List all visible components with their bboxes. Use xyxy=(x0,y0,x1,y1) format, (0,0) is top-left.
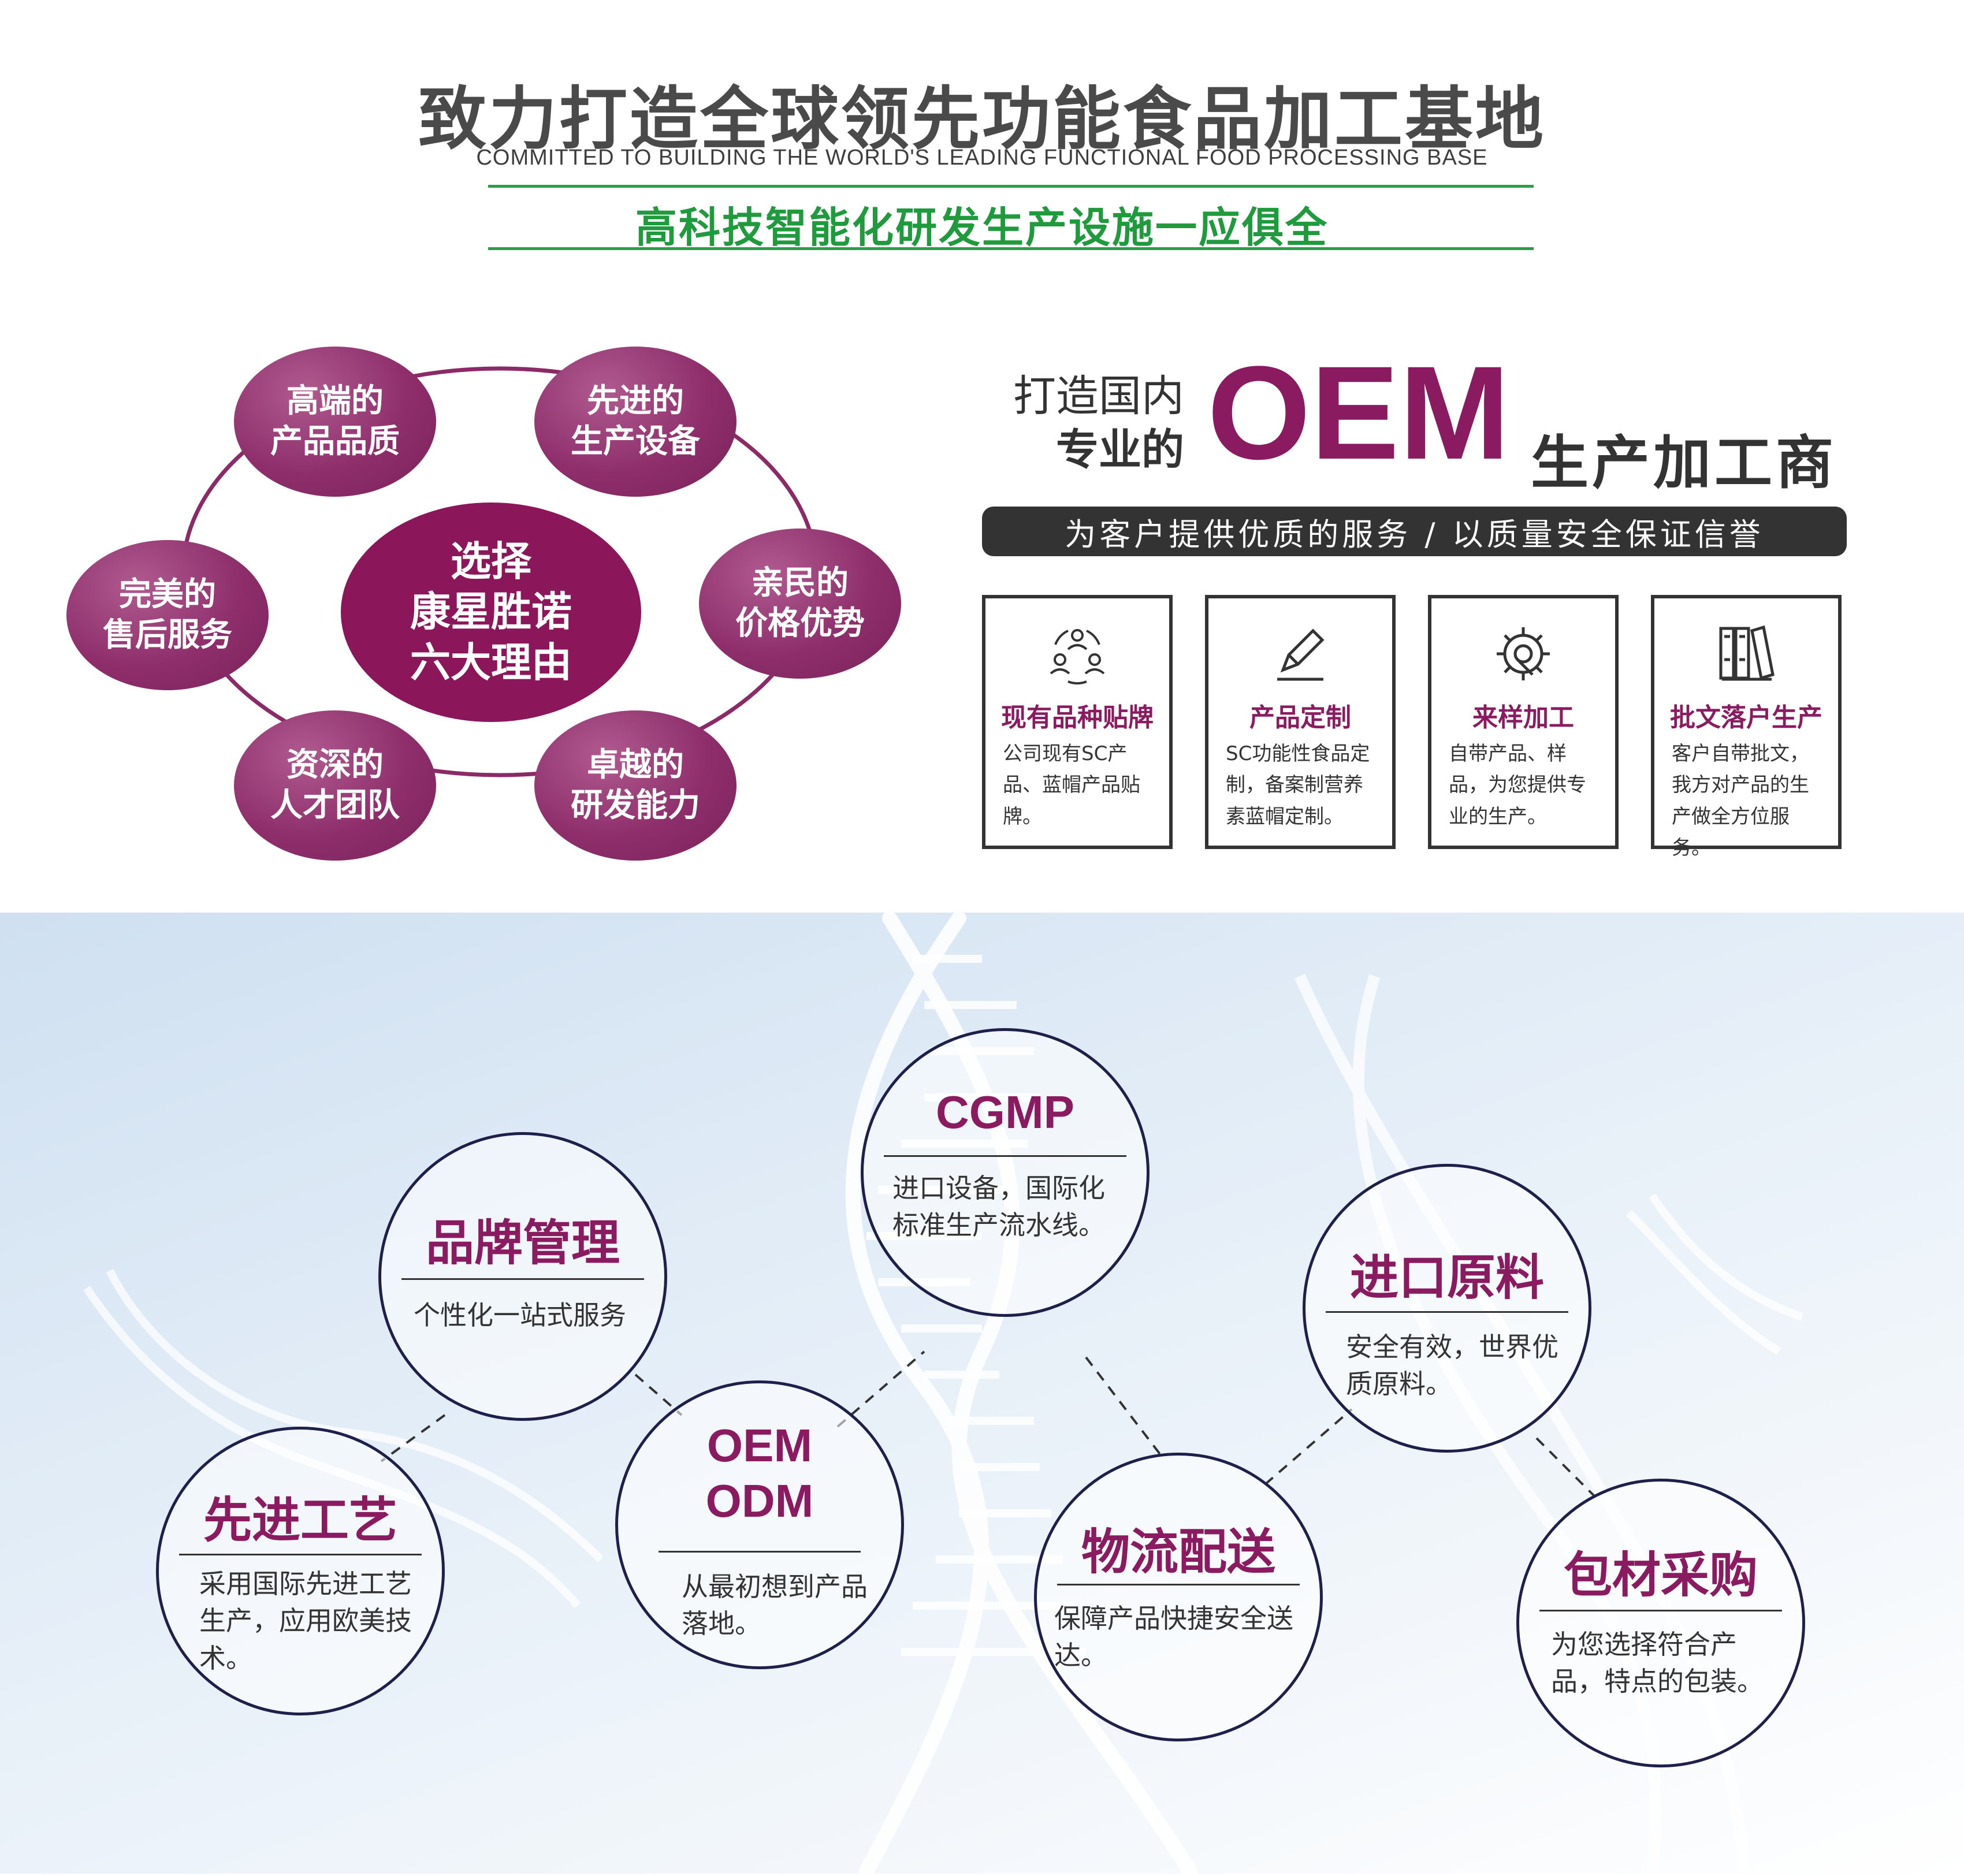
service-logistics: 物流配送 保障产品快捷安全送达。 xyxy=(1034,1453,1323,1741)
reason-team: 资深的人才团队 xyxy=(234,710,436,861)
card-title: 来样加工 xyxy=(1472,703,1574,732)
oem-card-brand: 现有品种贴牌 公司现有SC产品、蓝帽产品贴牌。 xyxy=(982,595,1173,849)
gear-wrench-icon xyxy=(1497,627,1550,680)
service-brand-management: 品牌管理 个性化一站式服务 xyxy=(378,1132,667,1421)
page-title: 致力打造全球领先功能食品加工基地 xyxy=(418,79,1546,159)
divider-top xyxy=(488,185,1534,188)
page-subtitle: 高科技智能化研发生产设施一应俱全 xyxy=(635,203,1329,252)
card-desc: 自带产品、样品，为您提供专业的生产。 xyxy=(1449,742,1586,828)
reason-quality: 高端的产品品质 xyxy=(234,347,436,497)
service-imported-materials: 进口原料 安全有效，世界优质原料。 xyxy=(1303,1164,1591,1453)
reason-aftersales: 完美的售后服务 xyxy=(66,540,269,690)
oem-heading: OEM xyxy=(1207,338,1510,487)
reason-rnd: 卓越的研发能力 xyxy=(534,710,736,861)
oem-lead-text: 打造国内 专业的 xyxy=(1013,371,1184,475)
service-packaging-procurement: 包材采购 为您选择符合产品，特点的包装。 xyxy=(1516,1479,1805,1767)
card-desc: SC功能性食品定制，备案制营养素蓝帽定制。 xyxy=(1226,742,1370,828)
reason-price: 亲民的价格优势 xyxy=(699,528,901,679)
reason-equipment: 先进的生产设备 xyxy=(534,347,736,497)
service-advanced-process: 先进工艺 采用国际先进工艺生产，应用欧美技术。 xyxy=(156,1427,445,1715)
card-desc: 公司现有SC产品、蓝帽产品贴牌。 xyxy=(1003,742,1140,828)
oem-card-custom: 产品定制 SC功能性食品定制，备案制营养素蓝帽定制。 xyxy=(1205,595,1396,849)
oem-card-sample: 来样加工 自带产品、样品，为您提供专业的生产。 xyxy=(1428,595,1619,849)
pen-icon xyxy=(1277,628,1325,681)
card-desc: 客户自带批文，我方对产品的生产做全方位服务。 xyxy=(1672,742,1809,860)
card-title: 批文落户生产 xyxy=(1670,703,1822,732)
binders-icon xyxy=(1719,625,1775,681)
card-title: 现有品种贴牌 xyxy=(1001,703,1154,732)
service-cgmp: CGMP 进口设备，国际化标准生产流水线。 xyxy=(861,1028,1150,1317)
divider-bottom xyxy=(488,247,1534,250)
oem-tail-text: 生产加工商 xyxy=(1531,429,1837,497)
page-title-english: COMMITTED TO BUILDING THE WORLD'S LEADIN… xyxy=(476,146,1488,170)
service-slogan-bar: 为客户提供优质的服务 / 以质量安全保证信誉 xyxy=(982,507,1847,556)
service-oem-odm: OEM ODM 从最初想到产品落地。 xyxy=(615,1380,904,1669)
card-title: 产品定制 xyxy=(1249,703,1351,732)
people-cycle-icon xyxy=(1050,629,1105,685)
reasons-center: 选择康星胜诺六大理由 xyxy=(341,502,641,722)
oem-card-license: 批文落户生产 客户自带批文，我方对产品的生产做全方位服务。 xyxy=(1651,595,1842,859)
